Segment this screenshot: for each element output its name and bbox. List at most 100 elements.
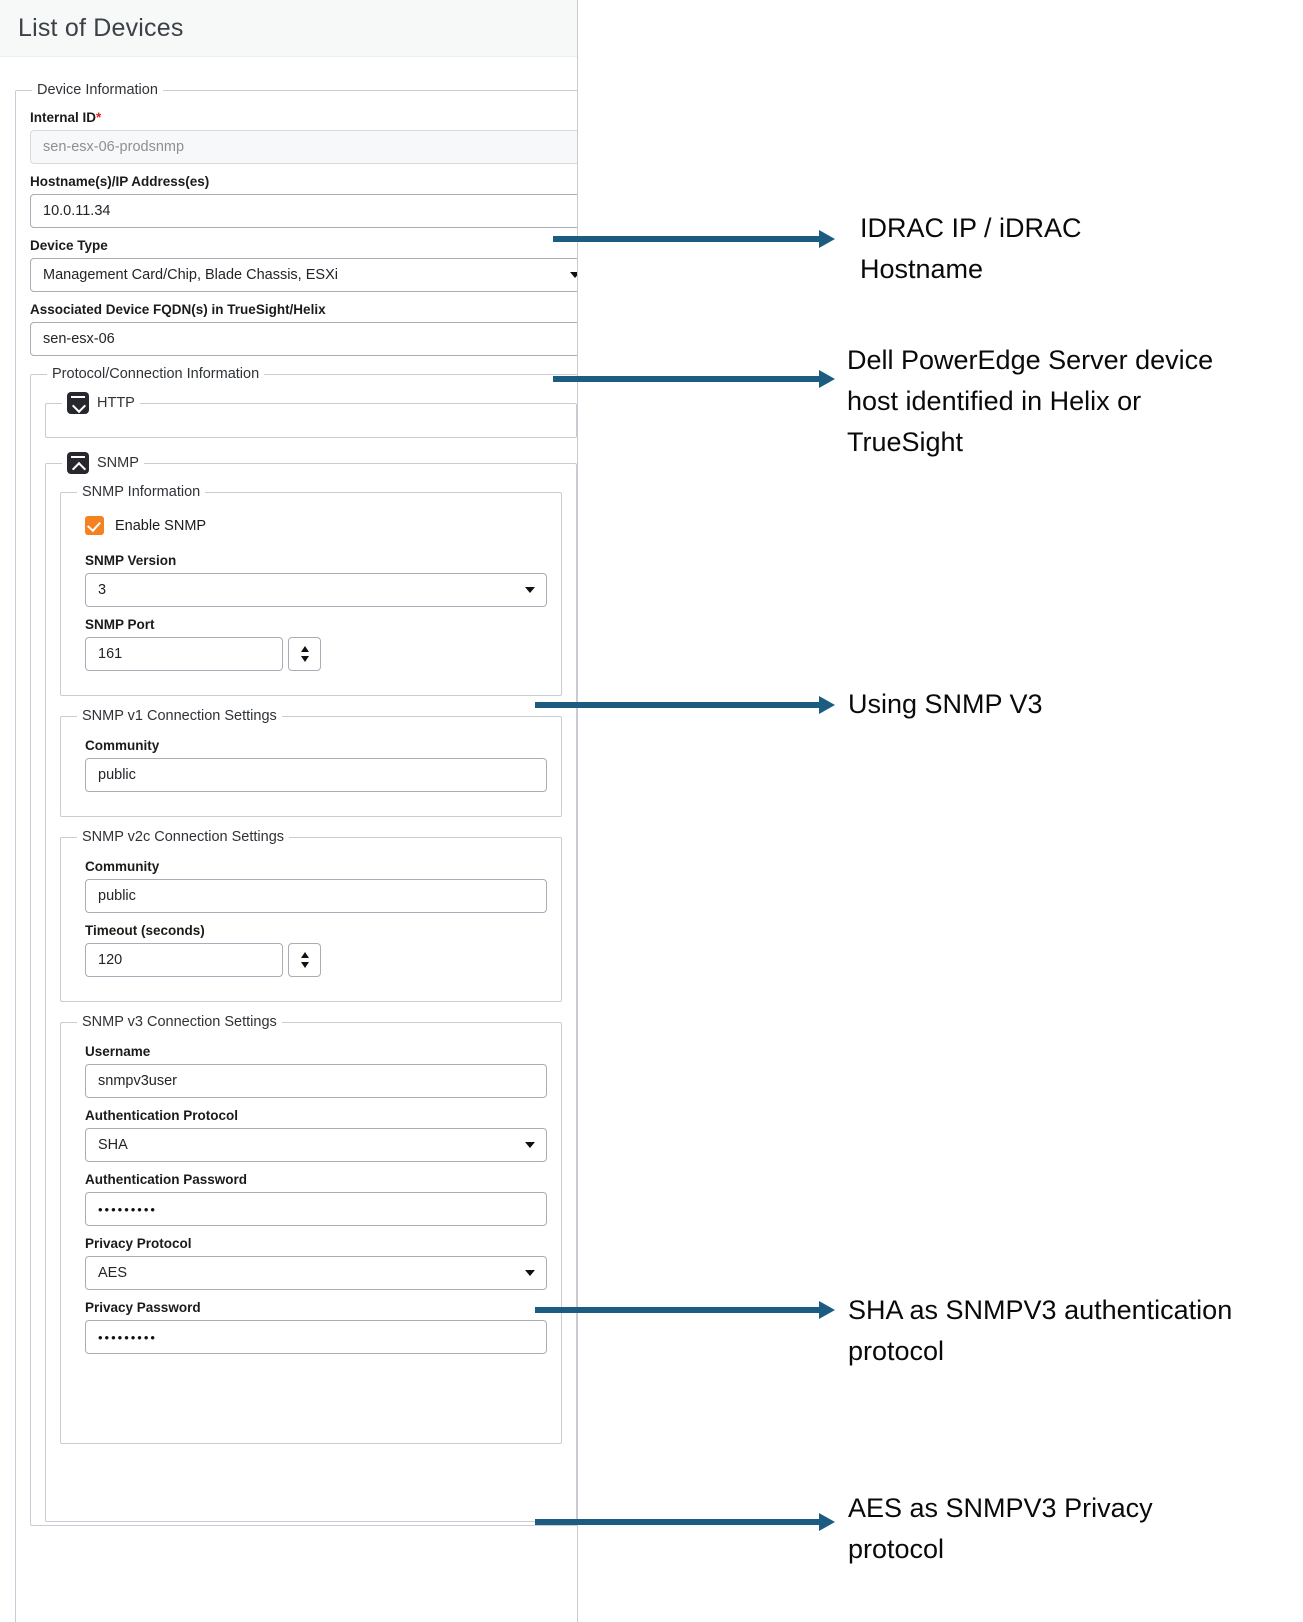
snmp-information-section: SNMP Information Enable SNMP SNMP Versio… bbox=[60, 484, 562, 696]
internal-id-label: Internal ID* bbox=[30, 110, 102, 125]
arrow-head-icon bbox=[819, 696, 835, 714]
enable-snmp-label: Enable SNMP bbox=[115, 517, 207, 534]
snmp-v2c-community-field: Community bbox=[85, 859, 547, 913]
annotation-arrow-4 bbox=[535, 1299, 835, 1321]
snmp-v3-privacy-password-field: Privacy Password bbox=[85, 1300, 547, 1354]
hostname-field: Hostname(s)/IP Address(es) bbox=[30, 174, 577, 228]
snmp-version-field: SNMP Version bbox=[85, 553, 547, 607]
snmp-port-stepper[interactable] bbox=[85, 637, 547, 671]
hostname-input[interactable] bbox=[30, 194, 577, 228]
snmp-v3-section: SNMP v3 Connection Settings Username Aut… bbox=[60, 1014, 562, 1444]
device-form-panel: List of Devices Device Information Inter… bbox=[0, 0, 578, 1622]
spinner-up-icon[interactable] bbox=[300, 646, 309, 652]
arrow-line bbox=[535, 1307, 819, 1313]
snmp-v2c-section: SNMP v2c Connection Settings Community T… bbox=[60, 829, 562, 1002]
snmp-v3-auth-protocol-select[interactable] bbox=[85, 1128, 547, 1162]
snmp-v1-legend: SNMP v1 Connection Settings bbox=[82, 708, 277, 724]
snmp-version-select[interactable] bbox=[85, 573, 547, 607]
snmp-v3-auth-protocol-value[interactable] bbox=[85, 1128, 547, 1162]
device-information-legend: Device Information bbox=[37, 82, 158, 98]
snmp-v2c-community-input[interactable] bbox=[85, 879, 547, 913]
protocol-connection-legend: Protocol/Connection Information bbox=[52, 366, 260, 382]
snmp-v3-privacy-protocol-value[interactable] bbox=[85, 1256, 547, 1290]
snmp-v3-privacy-password-label: Privacy Password bbox=[85, 1300, 201, 1315]
annotation-arrow-5 bbox=[535, 1511, 835, 1533]
associated-fqdn-field: Associated Device FQDN(s) in TrueSight/H… bbox=[30, 302, 577, 356]
internal-id-input[interactable] bbox=[30, 130, 577, 164]
http-section: HTTP bbox=[45, 392, 577, 438]
arrow-head-icon bbox=[819, 370, 835, 388]
snmp-v3-auth-password-label: Authentication Password bbox=[85, 1172, 248, 1187]
associated-fqdn-input[interactable] bbox=[30, 322, 577, 356]
chevron-up-box-icon[interactable] bbox=[67, 452, 89, 474]
snmp-information-legend: SNMP Information bbox=[82, 484, 201, 500]
annotation-label-aes: AES as SNMPV3 Privacy protocol bbox=[848, 1493, 1153, 1564]
snmp-v2c-legend: SNMP v2c Connection Settings bbox=[82, 829, 285, 845]
device-type-field: Device Type bbox=[30, 238, 577, 292]
spinner-up-icon[interactable] bbox=[300, 952, 309, 958]
arrow-head-icon bbox=[819, 1301, 835, 1319]
device-information-section: Device Information Internal ID* Hostname… bbox=[15, 82, 577, 1622]
snmp-legend[interactable]: SNMP bbox=[62, 452, 144, 474]
associated-fqdn-label: Associated Device FQDN(s) in TrueSight/H… bbox=[30, 302, 326, 317]
snmp-v3-auth-password-input[interactable] bbox=[85, 1192, 547, 1226]
snmp-v3-username-field: Username bbox=[85, 1044, 547, 1098]
snmp-v3-privacy-protocol-select[interactable] bbox=[85, 1256, 547, 1290]
protocol-connection-section: Protocol/Connection Information HTTP SNM… bbox=[30, 366, 577, 1526]
arrow-head-icon bbox=[819, 230, 835, 248]
snmp-v2c-timeout-label: Timeout (seconds) bbox=[85, 923, 205, 938]
enable-snmp-row[interactable]: Enable SNMP bbox=[85, 516, 547, 535]
snmp-v3-legend: SNMP v3 Connection Settings bbox=[82, 1014, 277, 1030]
snmp-version-label: SNMP Version bbox=[85, 553, 177, 568]
hostname-label: Hostname(s)/IP Address(es) bbox=[30, 174, 210, 189]
arrow-head-icon bbox=[819, 1513, 835, 1531]
snmp-version-value[interactable] bbox=[85, 573, 547, 607]
annotation-arrow-1 bbox=[553, 228, 835, 250]
snmp-section: SNMP SNMP Information Enable SNMP SNMP V… bbox=[45, 452, 577, 1522]
enable-snmp-checkbox[interactable] bbox=[85, 516, 104, 535]
arrow-line bbox=[535, 702, 819, 708]
app-header: List of Devices bbox=[0, 0, 577, 57]
snmp-port-label: SNMP Port bbox=[85, 617, 155, 632]
chevron-down-box-icon[interactable] bbox=[67, 392, 89, 414]
page-title: List of Devices bbox=[18, 13, 184, 42]
snmp-v2c-timeout-input[interactable] bbox=[85, 943, 283, 977]
snmp-v3-auth-protocol-field: Authentication Protocol bbox=[85, 1108, 547, 1162]
snmp-label: SNMP bbox=[97, 455, 139, 471]
snmp-v1-community-field: Community bbox=[85, 738, 547, 792]
http-legend[interactable]: HTTP bbox=[62, 392, 140, 414]
spinner-down-icon[interactable] bbox=[300, 962, 309, 968]
arrow-line bbox=[553, 376, 819, 382]
snmp-port-input[interactable] bbox=[85, 637, 283, 671]
annotation-label-sha: SHA as SNMPV3 authentication protocol bbox=[848, 1295, 1233, 1366]
required-asterisk-icon: * bbox=[96, 110, 102, 125]
snmp-port-spinner[interactable] bbox=[288, 637, 321, 671]
snmp-port-field: SNMP Port bbox=[85, 617, 547, 671]
annotation-arrow-2 bbox=[553, 368, 835, 390]
snmp-v2c-timeout-spinner[interactable] bbox=[288, 943, 321, 977]
snmp-v2c-timeout-stepper[interactable] bbox=[85, 943, 547, 977]
device-type-select[interactable] bbox=[30, 258, 577, 292]
annotation-label-snmpv3: Using SNMP V3 bbox=[848, 689, 1043, 719]
snmp-v2c-community-label: Community bbox=[85, 859, 160, 874]
snmp-v3-username-label: Username bbox=[85, 1044, 151, 1059]
snmp-v3-privacy-protocol-label: Privacy Protocol bbox=[85, 1236, 192, 1251]
spinner-down-icon[interactable] bbox=[300, 656, 309, 662]
snmp-v3-auth-protocol-label: Authentication Protocol bbox=[85, 1108, 238, 1123]
device-type-label: Device Type bbox=[30, 238, 108, 253]
arrow-line bbox=[535, 1519, 819, 1525]
annotation-arrow-3 bbox=[535, 694, 835, 716]
snmp-v2c-timeout-field: Timeout (seconds) bbox=[85, 923, 547, 977]
annotation-label-idrac: IDRAC IP / iDRAC Hostname bbox=[860, 213, 1082, 284]
arrow-line bbox=[553, 236, 819, 242]
snmp-v3-username-input[interactable] bbox=[85, 1064, 547, 1098]
snmp-v1-section: SNMP v1 Connection Settings Community bbox=[60, 708, 562, 817]
annotation-label-poweredge: Dell PowerEdge Server device host identi… bbox=[847, 345, 1214, 457]
snmp-v1-community-label: Community bbox=[85, 738, 160, 753]
snmp-v3-auth-password-field: Authentication Password bbox=[85, 1172, 547, 1226]
http-label: HTTP bbox=[97, 395, 135, 411]
snmp-v1-community-input[interactable] bbox=[85, 758, 547, 792]
snmp-v3-privacy-protocol-field: Privacy Protocol bbox=[85, 1236, 547, 1290]
device-type-value[interactable] bbox=[30, 258, 577, 292]
snmp-v3-privacy-password-input[interactable] bbox=[85, 1320, 547, 1354]
